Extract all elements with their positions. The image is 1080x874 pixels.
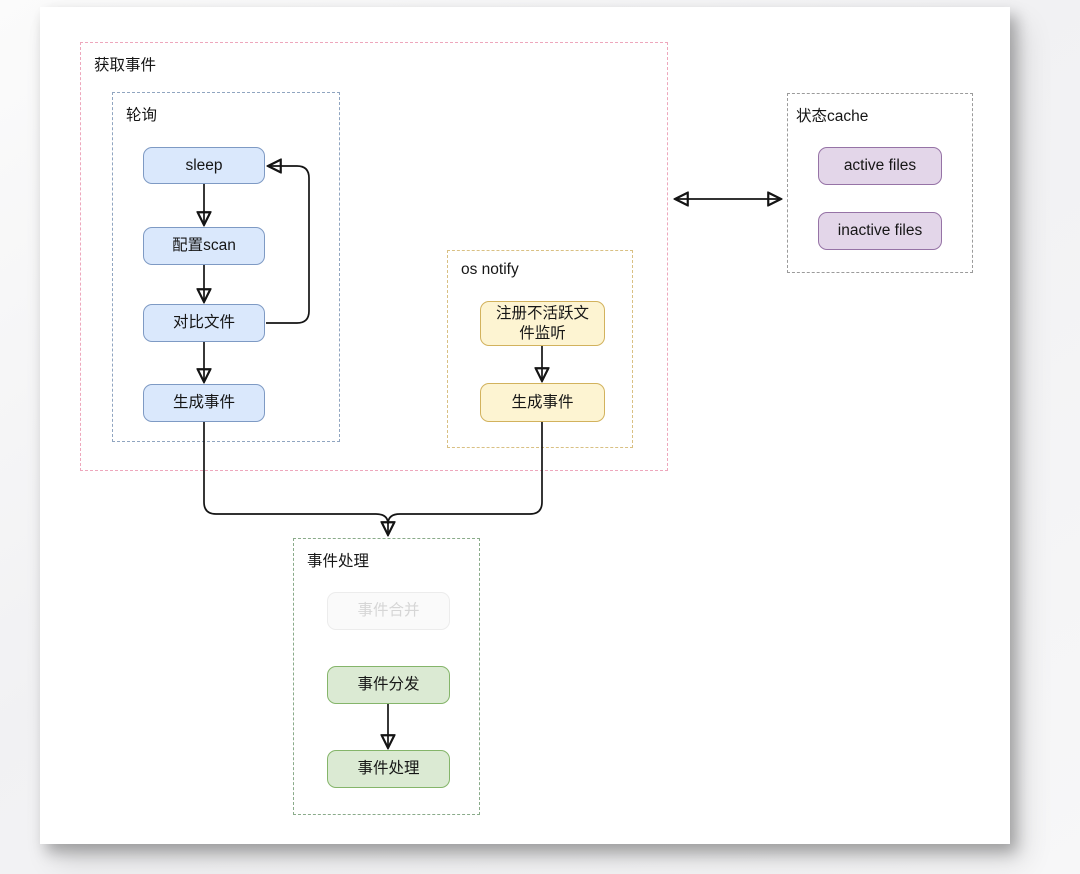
node-register-inactive-listener: 注册不活跃文件监听 <box>480 301 605 346</box>
node-event-handle-label: 事件处理 <box>357 760 420 778</box>
node-generate-events-polling: 生成事件 <box>143 384 265 422</box>
node-event-dispatch-label: 事件分发 <box>357 676 420 694</box>
node-generate-events-notify-label: 生成事件 <box>511 393 574 411</box>
group-state-cache-label: 状态cache <box>796 108 869 125</box>
node-event-merge: 事件合并 <box>327 592 450 630</box>
node-config-scan-label: 配置scan <box>172 237 236 255</box>
node-inactive-files: inactive files <box>818 212 942 250</box>
node-generate-events-polling-label: 生成事件 <box>172 394 235 412</box>
node-sleep-label: sleep <box>185 156 223 174</box>
group-event-processing: 事件处理 <box>293 538 480 815</box>
node-event-dispatch: 事件分发 <box>327 666 450 704</box>
node-active-files: active files <box>818 147 942 185</box>
node-generate-events-notify: 生成事件 <box>480 383 605 422</box>
node-event-merge-label: 事件合并 <box>357 602 420 620</box>
node-compare-files: 对比文件 <box>143 304 265 342</box>
node-compare-files-label: 对比文件 <box>172 314 235 332</box>
group-acquire-events-label: 获取事件 <box>94 57 157 74</box>
node-inactive-files-label: inactive files <box>837 222 923 240</box>
node-register-inactive-listener-label: 注册不活跃文件监听 <box>495 305 589 342</box>
node-sleep: sleep <box>143 147 265 184</box>
node-config-scan: 配置scan <box>143 227 265 265</box>
node-event-handle: 事件处理 <box>327 750 450 788</box>
group-state-cache: 状态cache <box>787 93 973 273</box>
group-polling-label: 轮询 <box>126 107 158 124</box>
group-os-notify-label: os notify <box>461 261 519 278</box>
node-active-files-label: active files <box>843 157 917 175</box>
group-event-processing-label: 事件处理 <box>307 553 370 570</box>
